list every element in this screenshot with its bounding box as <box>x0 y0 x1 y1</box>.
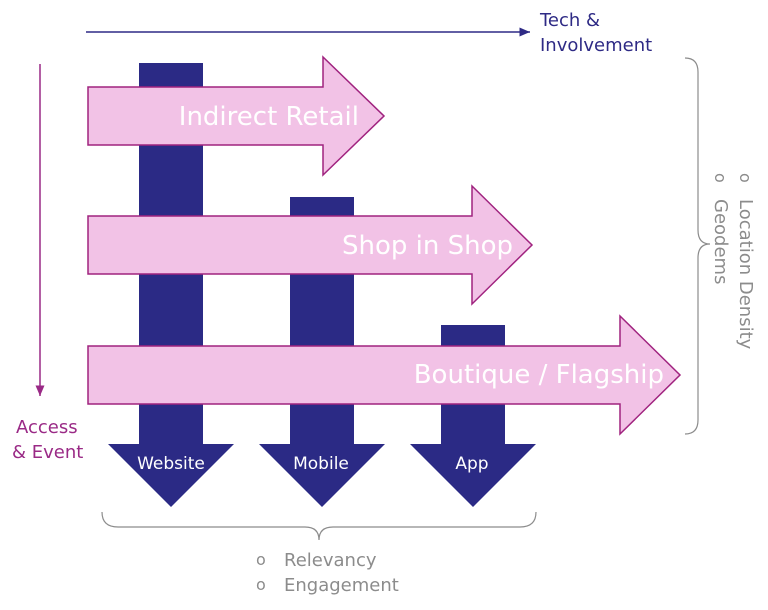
platform-label-website: Website <box>137 454 205 474</box>
right-item-geodems: Geodems <box>710 199 731 284</box>
bullet-icon: o <box>736 173 755 183</box>
channel-label-indirect-retail: Indirect Retail <box>179 102 359 132</box>
platform-label-app: App <box>455 454 488 474</box>
bullet-icon: o <box>256 575 266 594</box>
platform-label-mobile: Mobile <box>293 454 349 474</box>
access-event-label-line1: Access <box>16 417 78 438</box>
channel-label-shop-in-shop: Shop in Shop <box>342 231 513 261</box>
boutique-flagship-arrow <box>87 314 682 436</box>
tech-involvement-label-line1: Tech & <box>539 10 600 31</box>
channel-label-boutique-flagship: Boutique / Flagship <box>414 360 664 390</box>
tech-involvement-label-line2: Involvement <box>540 35 652 56</box>
bottom-item-engagement: Engagement <box>284 575 399 596</box>
access-event-label-line2: & Event <box>12 442 83 463</box>
shop-in-shop-arrow <box>87 184 534 306</box>
bullet-icon: o <box>256 550 266 569</box>
bullet-icon: o <box>711 173 730 183</box>
right-item-location-density: Location Density <box>735 199 756 350</box>
right-bracket-list: o Location Density o Geodems <box>710 173 756 350</box>
bottom-bracket <box>101 511 537 541</box>
right-bracket <box>684 57 711 435</box>
indirect-retail-arrow <box>87 55 386 177</box>
bottom-item-relevancy: Relevancy <box>284 550 377 571</box>
bottom-bracket-list: o Relevancy o Engagement <box>256 550 399 596</box>
